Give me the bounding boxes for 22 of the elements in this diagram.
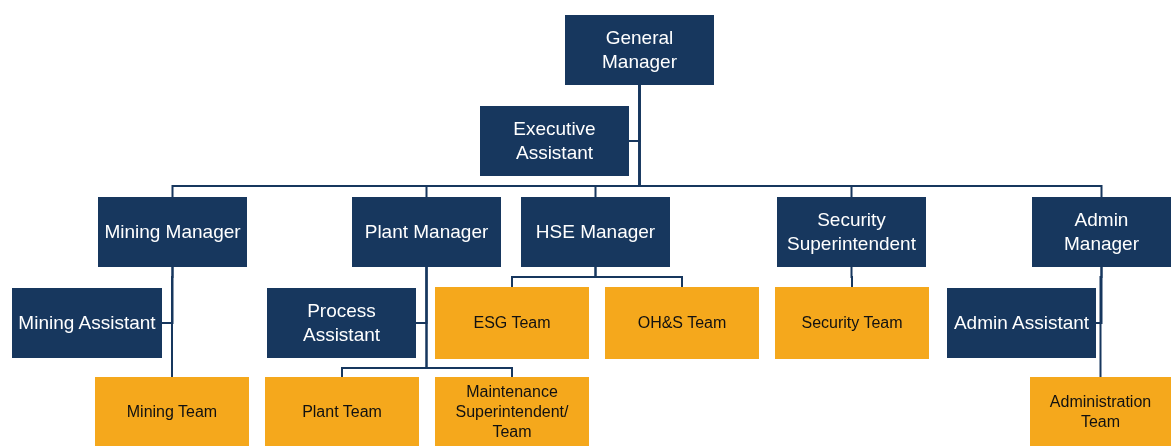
role-box: Security Superintendent: [777, 197, 926, 267]
team-box: Plant Team: [265, 377, 419, 446]
connector-line: [1099, 266, 1103, 378]
team-box: Mining Team: [95, 377, 249, 446]
team-box: ESG Team: [435, 287, 589, 359]
connector-line: [850, 266, 853, 288]
role-box: HSE Manager: [521, 197, 670, 267]
connector-line: [171, 266, 174, 378]
role-box: Mining Manager: [98, 197, 247, 267]
team-box: OH&S Team: [605, 287, 759, 359]
role-box: General Manager: [565, 15, 714, 85]
role-box: Process Assistant: [267, 288, 416, 358]
connector-line: [594, 266, 683, 288]
role-box: Plant Manager: [352, 197, 501, 267]
team-box: Maintenance Superintendent/ Team: [435, 377, 589, 446]
role-box: Admin Manager: [1032, 197, 1171, 267]
role-box: Mining Assistant: [12, 288, 162, 358]
role-box: Admin Assistant: [947, 288, 1096, 358]
team-box: Administration Team: [1030, 377, 1171, 446]
connector-line: [425, 266, 513, 378]
role-box: Executive Assistant: [480, 106, 629, 176]
team-box: Security Team: [775, 287, 929, 359]
